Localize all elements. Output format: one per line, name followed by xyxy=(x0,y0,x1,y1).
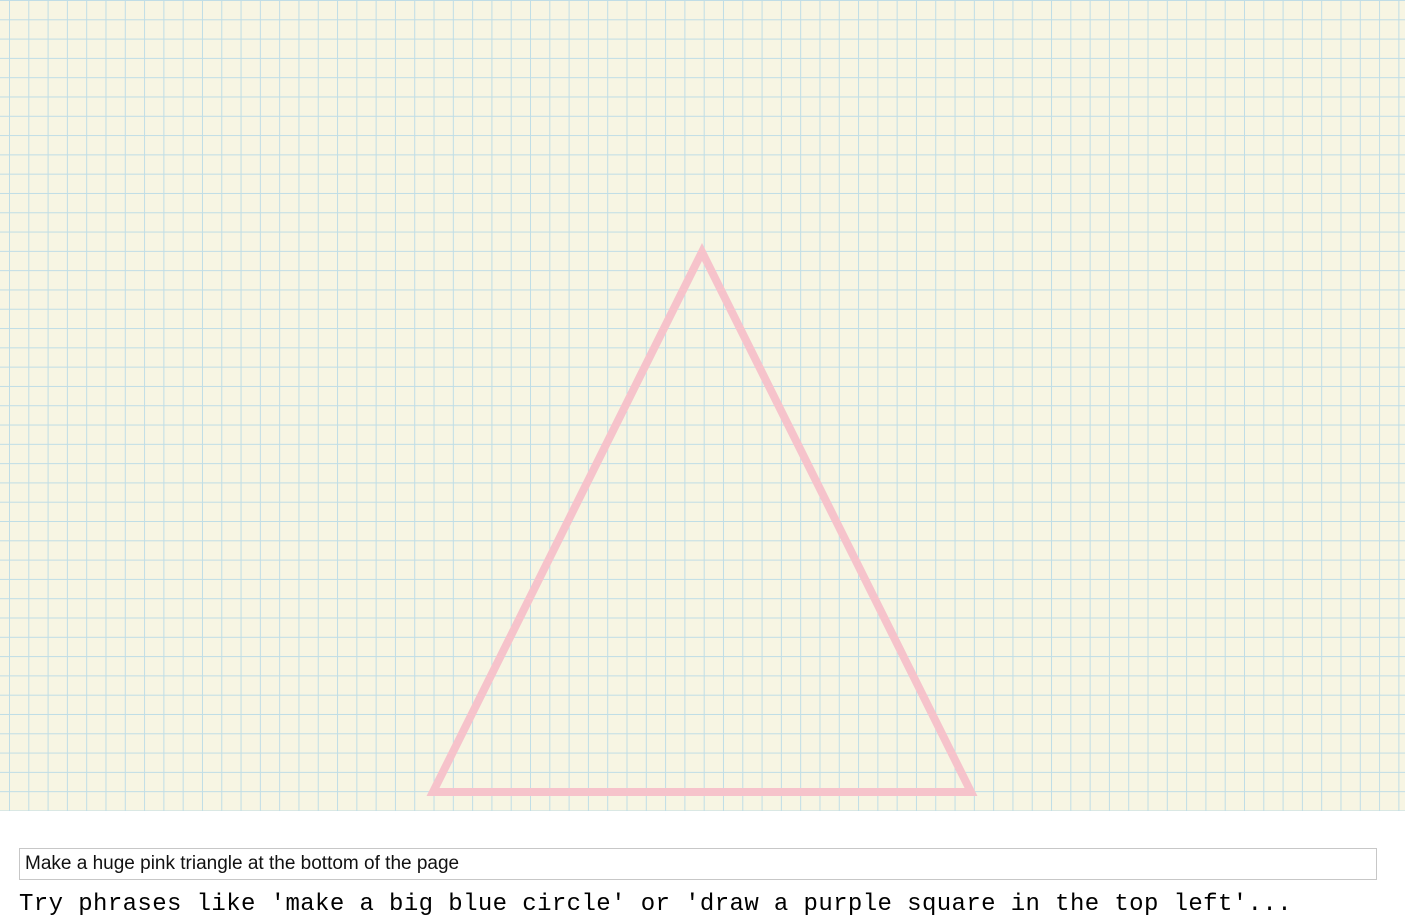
canvas-svg xyxy=(426,243,978,796)
pink-triangle-shape xyxy=(426,243,978,796)
command-input[interactable] xyxy=(19,848,1377,880)
drawing-canvas xyxy=(0,0,1405,811)
hint-text: Try phrases like 'make a big blue circle… xyxy=(19,891,1293,918)
